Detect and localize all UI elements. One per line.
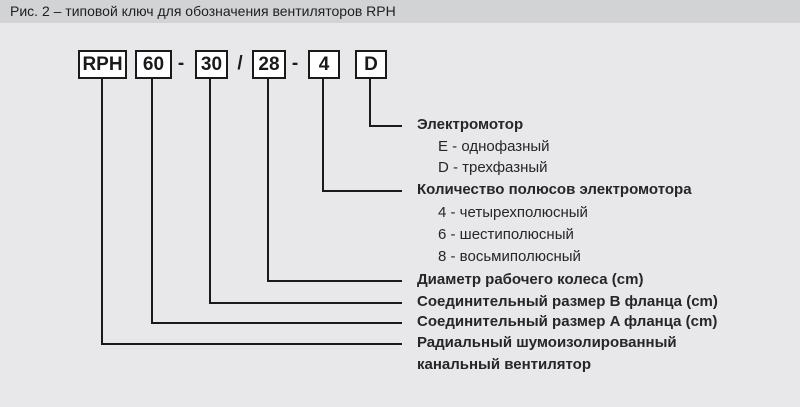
legend-poles-item-4: 4 - четырехполюсный <box>438 204 588 221</box>
connector-poles-horizontal <box>322 190 402 192</box>
figure-caption: Рис. 2 – типовой ключ для обозначения ве… <box>10 3 396 19</box>
code-box-flange-a-size: 60 <box>135 50 172 79</box>
code-box-pole-count: 4 <box>308 50 340 79</box>
legend-poles-item-6: 6 - шестиполюсный <box>438 226 574 243</box>
connector-rph-horizontal <box>101 343 402 345</box>
connector-flange-b-horizontal <box>209 302 402 304</box>
legend-poles-item-8: 8 - восьмиполюсный <box>438 248 581 265</box>
connector-flange-a-horizontal <box>151 322 402 324</box>
separator-dash-1: - <box>177 53 185 74</box>
code-box-wheel-diameter: 28 <box>252 50 286 79</box>
legend-motor-item-d: D - трехфазный <box>438 159 548 176</box>
connector-flange-b-vertical <box>209 79 211 304</box>
legend-poles-heading: Количество полюсов электромотора <box>417 181 692 198</box>
connector-motor-horizontal <box>369 125 402 127</box>
connector-wheel-horizontal <box>267 280 402 282</box>
connector-motor-vertical <box>369 79 371 127</box>
connector-wheel-vertical <box>267 79 269 282</box>
separator-slash: / <box>237 53 243 74</box>
legend-fan-type: Радиальный шумоизолированный канальный в… <box>417 334 677 373</box>
code-box-rph: RPH <box>78 50 127 79</box>
legend-flange-a: Соединительный размер A фланца (cm) <box>417 313 718 330</box>
legend-flange-b: Соединительный размер B фланца (cm) <box>417 293 718 310</box>
connector-rph-vertical <box>101 79 103 345</box>
connector-flange-a-vertical <box>151 79 153 324</box>
separator-dash-2: - <box>291 53 299 74</box>
legend-motor-heading: Электромотор <box>417 116 524 133</box>
legend-motor-item-e: E - однофазный <box>438 138 550 155</box>
connector-poles-vertical <box>322 79 324 192</box>
code-box-flange-b-size: 30 <box>195 50 228 79</box>
legend-wheel-diameter: Диаметр рабочего колеса (cm) <box>417 271 644 288</box>
figure-caption-bar: Рис. 2 – типовой ключ для обозначения ве… <box>0 0 800 23</box>
code-box-motor-type: D <box>355 50 387 79</box>
